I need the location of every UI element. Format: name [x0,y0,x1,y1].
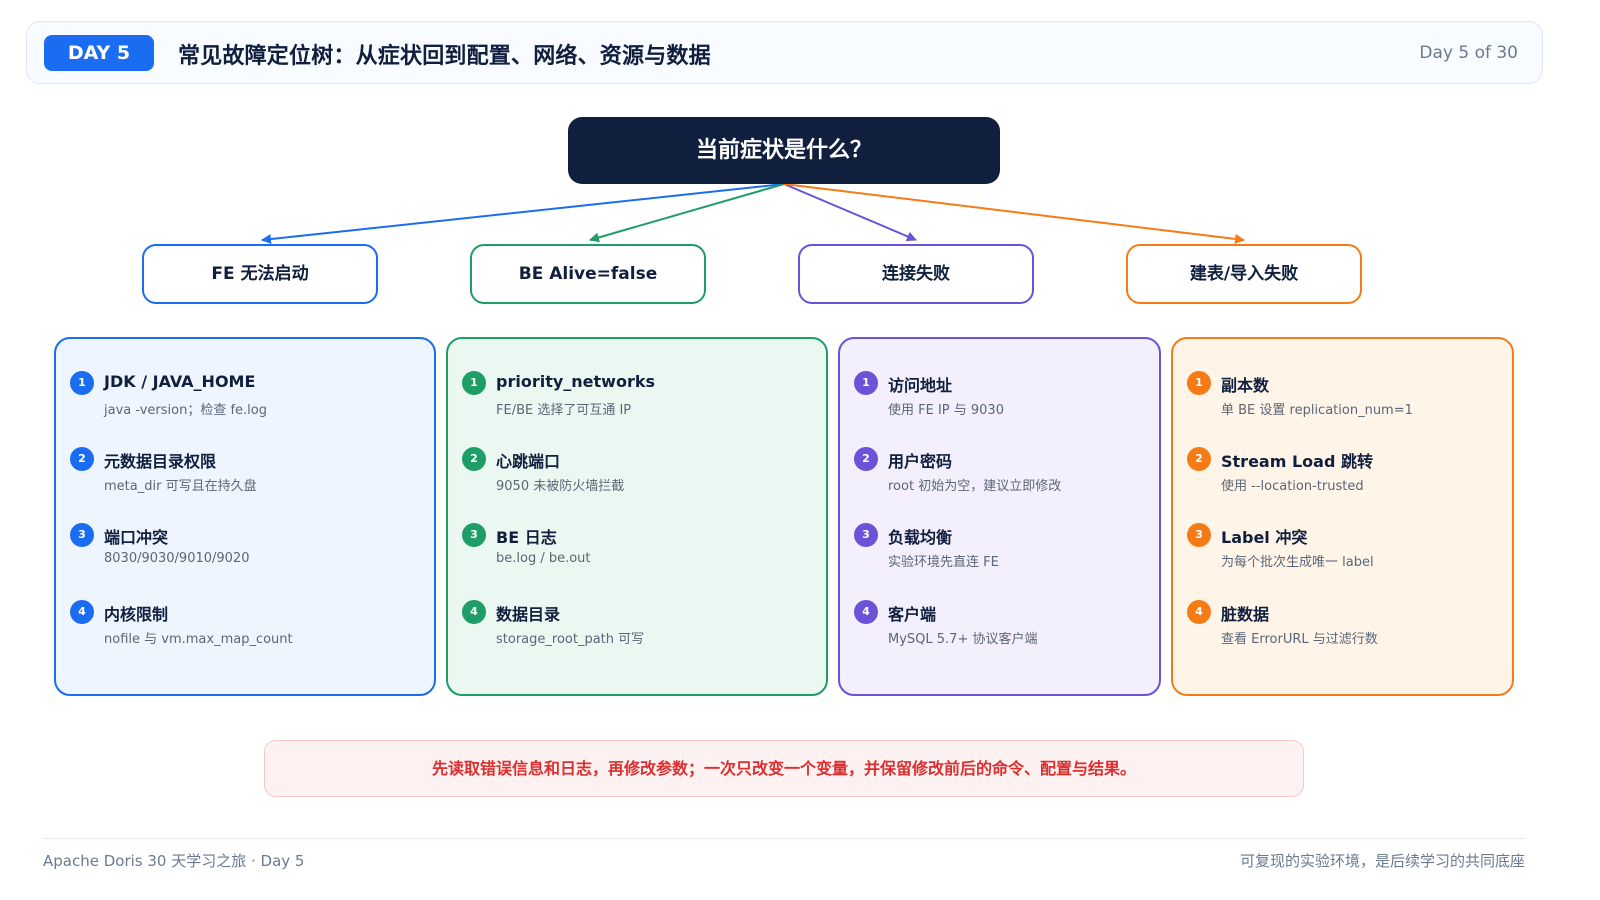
check-title: 脏数据 [1221,605,1270,624]
card-connection-checks: 1 访问地址 使用 FE IP 与 9030 2 用户密码 root 初始为空，… [838,337,1161,696]
check-desc: 为每个批次生成唯一 label [1221,555,1374,570]
arrow-to-connection [783,183,917,242]
check-desc: MySQL 5.7+ 协议客户端 [888,632,1038,647]
check-desc: 查看 ErrorURL 与过滤行数 [1221,632,1378,647]
day-badge: DAY 5 [44,35,154,71]
step-number-badge: 1 [70,371,94,395]
check-desc: FE/BE 选择了可互通 IP [496,403,632,418]
check-desc: storage_root_path 可写 [496,632,645,647]
check-desc: 使用 --location-trusted [1221,479,1364,494]
check-title: Label 冲突 [1221,528,1308,547]
check-title: 心跳端口 [496,452,561,471]
check-desc: root 初始为空，建议立即修改 [888,479,1062,494]
step-number-badge: 1 [462,371,486,395]
step-number-badge: 4 [462,600,486,624]
check-title: priority_networks [496,372,655,391]
branch-be-alive-false: BE Alive=false [470,244,706,304]
step-number-badge: 3 [70,523,94,547]
step-number-badge: 4 [70,600,94,624]
step-number-badge: 3 [854,523,878,547]
check-desc: meta_dir 可写且在持久盘 [104,479,257,494]
check-title: 元数据目录权限 [104,452,217,471]
page-title: 常见故障定位树：从症状回到配置、网络、资源与数据 [178,44,711,69]
step-number-badge: 2 [854,447,878,471]
best-practice-tip: 先读取错误信息和日志，再修改参数；一次只改变一个变量，并保留修改前后的命令、配置… [264,740,1304,797]
card-be-checks: 1 priority_networks FE/BE 选择了可互通 IP 2 心跳… [446,337,828,696]
check-title: 数据目录 [496,605,561,624]
arrow-to-table-import [783,183,1245,244]
branch-table-import-failure: 建表/导入失败 [1126,244,1362,304]
check-desc: 使用 FE IP 与 9030 [888,403,1004,418]
check-title: Stream Load 跳转 [1221,452,1373,471]
check-title: 用户密码 [888,452,953,471]
footer-course-label: Apache Doris 30 天学习之旅 · Day 5 [43,852,305,870]
check-title: 副本数 [1221,376,1270,395]
card-table-import-checks: 1 副本数 单 BE 设置 replication_num=1 2 Stream… [1171,337,1514,696]
root-question-node: 当前症状是什么？ [568,117,1000,184]
check-desc: be.log / be.out [496,551,591,566]
step-number-badge: 1 [1187,371,1211,395]
step-number-badge: 4 [854,600,878,624]
card-fe-checks: 1 JDK / JAVA_HOME java -version；检查 fe.lo… [54,337,436,696]
arrow-to-fe [261,183,785,245]
step-number-badge: 4 [1187,600,1211,624]
check-title: 端口冲突 [104,528,169,547]
step-number-badge: 3 [1187,523,1211,547]
branch-fe-start-failure: FE 无法启动 [142,244,378,304]
check-desc: 单 BE 设置 replication_num=1 [1221,403,1413,418]
footer-divider [42,838,1526,839]
check-title: 客户端 [888,605,937,624]
step-number-badge: 1 [854,371,878,395]
footer-tagline: 可复现的实验环境，是后续学习的共同底座 [1239,852,1525,870]
check-title: 访问地址 [888,376,953,395]
step-number-badge: 2 [1187,447,1211,471]
check-desc: 8030/9030/9010/9020 [104,551,250,566]
step-number-badge: 2 [70,447,94,471]
check-title: JDK / JAVA_HOME [104,372,256,391]
header-bar: DAY 5 常见故障定位树：从症状回到配置、网络、资源与数据 Day 5 of … [26,21,1543,84]
branch-connection-failure: 连接失败 [798,244,1034,304]
step-number-badge: 3 [462,523,486,547]
check-title: 负载均衡 [888,528,953,547]
arrow-to-be [589,183,785,243]
progress-indicator: Day 5 of 30 [1419,43,1518,63]
check-desc: java -version；检查 fe.log [104,403,267,418]
check-desc: 实验环境先直连 FE [888,555,999,570]
check-desc: 9050 未被防火墙拦截 [496,479,625,494]
check-title: 内核限制 [104,605,169,624]
step-number-badge: 2 [462,447,486,471]
check-title: BE 日志 [496,528,557,547]
check-desc: nofile 与 vm.max_map_count [104,632,293,647]
